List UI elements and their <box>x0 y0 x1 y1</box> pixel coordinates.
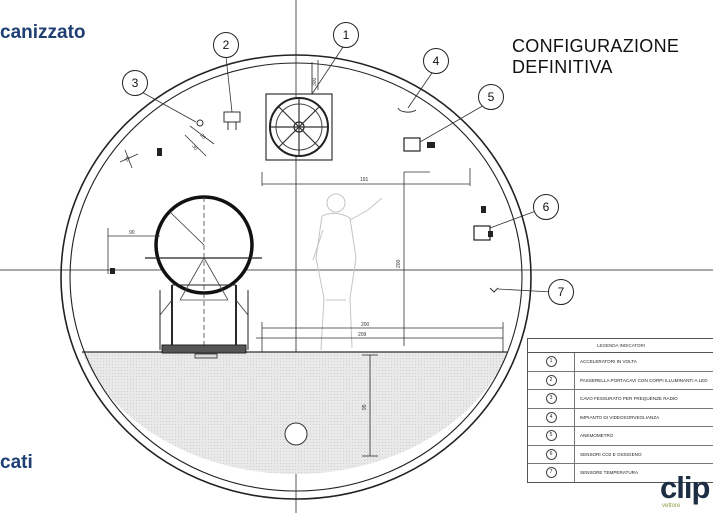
legend-row: 7 SENSORE TEMPERATURA <box>528 464 713 482</box>
callout-6: 6 <box>533 194 559 220</box>
anemometer <box>403 137 435 152</box>
radio-cable <box>196 119 204 127</box>
wall-device <box>157 148 162 156</box>
dimension-labels: 191 200 200 209 90 95 25 20 30 300 <box>124 77 402 410</box>
title-line-1: CONFIGURAZIONE <box>512 36 680 56</box>
cable-drum <box>145 195 262 359</box>
wall-device-right <box>481 206 486 213</box>
callout-leaders <box>137 43 553 293</box>
legend-text: CAVO FESSURATO PER FREQUENZE RADIO <box>580 396 678 401</box>
camera <box>397 107 417 113</box>
co2-sensor <box>473 225 493 241</box>
legend-row: 3 CAVO FESSURATO PER FREQUENZE RADIO <box>528 390 713 409</box>
wall-device-left <box>110 268 115 274</box>
legend-text: SENSORI CO2 E OSSIGENO <box>580 451 642 457</box>
configuration-title: CONFIGURAZIONE DEFINITIVA <box>512 36 679 78</box>
legend-text: IMPIANTO DI VIDEOSORVEGLIANZA <box>580 414 660 420</box>
drain-pipe <box>284 422 308 446</box>
side-text-top: canizzato <box>0 22 86 43</box>
callout-2: 2 <box>213 32 239 58</box>
legend-row: 1 ACCELERATORI IN VOLTA <box>528 353 713 372</box>
legend-number: 3 <box>545 393 557 405</box>
callout-4: 4 <box>423 48 449 74</box>
clip-logo: clip <box>660 470 710 505</box>
temp-sensor <box>489 287 499 293</box>
legend-text: ACCELERATORI IN VOLTA <box>580 359 637 364</box>
dim-90: 90 <box>129 230 135 236</box>
dim-300: 300 <box>312 77 318 86</box>
callout-5: 5 <box>478 84 504 110</box>
callout-1: 1 <box>333 22 359 48</box>
legend-row: 4 IMPIANTO DI VIDEOSORVEGLIANZA <box>528 408 713 427</box>
legend-number: 7 <box>545 467 557 479</box>
invert-fill <box>82 352 508 475</box>
dim-25: 25 <box>124 155 132 163</box>
dim-30: 30 <box>190 144 198 152</box>
callout-3: 3 <box>122 70 148 96</box>
legend-number: 1 <box>545 356 557 368</box>
legend-header: LEGENDA INDICATORI <box>528 339 713 353</box>
dim-200-horizontal: 200 <box>361 322 370 328</box>
clip-logo-subtitle: vettore <box>662 503 681 509</box>
person-figure <box>312 193 383 351</box>
title-line-2: DEFINITIVA <box>512 57 613 77</box>
tunnel-outer-ring <box>60 54 532 500</box>
ceiling-fan <box>265 62 333 161</box>
legend-row: 6 SENSORI CO2 E OSSIGENO <box>528 445 713 464</box>
dim-20: 20 <box>198 133 206 141</box>
legend-number: 4 <box>545 411 557 423</box>
cable-tray <box>223 111 241 130</box>
dim-191: 191 <box>360 177 369 183</box>
legend-number: 5 <box>545 430 557 442</box>
legend-text: PASSERELLA PORTACAVI CON CORPI ILLUMINAN… <box>580 377 708 383</box>
legend-text: SENSORE TEMPERATURA <box>580 470 639 475</box>
dimension-lines <box>107 60 504 457</box>
tunnel-inner-ring <box>69 62 523 492</box>
legend-number: 6 <box>545 448 557 460</box>
legend-text: ANEMOMETRO <box>580 433 614 438</box>
callout-7: 7 <box>548 279 574 305</box>
dim-209: 209 <box>358 332 367 338</box>
side-text-bottom: cati <box>0 452 33 473</box>
legend-row: 2 PASSERELLA PORTACAVI CON CORPI ILLUMINA… <box>528 371 713 390</box>
legend-row: 5 ANEMOMETRO <box>528 427 713 446</box>
dim-95: 95 <box>362 404 368 410</box>
legend-table: LEGENDA INDICATORI 1 ACCELERATORI IN VOLT… <box>527 338 713 483</box>
legend-number: 2 <box>545 374 557 386</box>
dim-200-vertical: 200 <box>396 259 402 268</box>
